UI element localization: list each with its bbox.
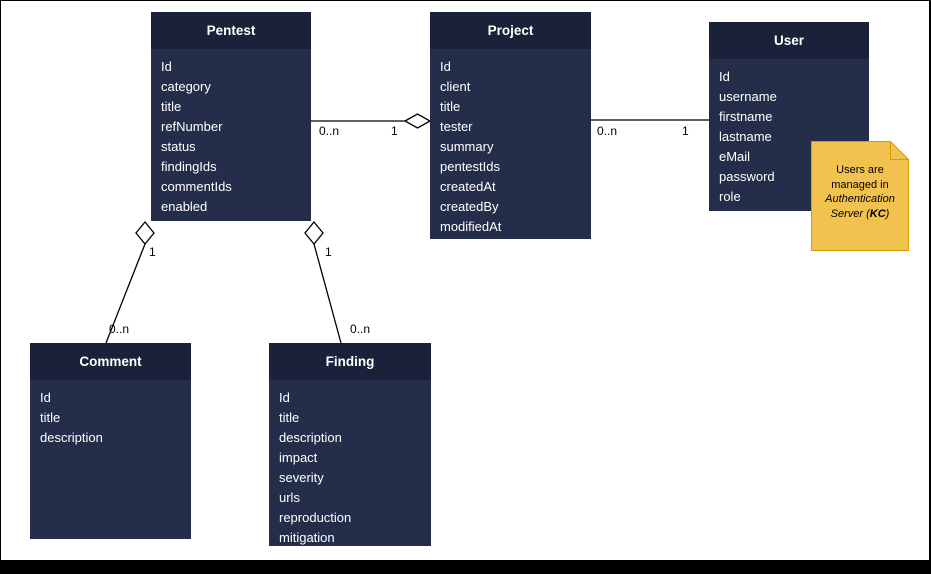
entity-field: refNumber [161, 119, 223, 134]
entity-field: Id [279, 390, 290, 405]
bottom-frame-bar [1, 560, 929, 574]
multiplicity-project-user-source: 0..n [597, 124, 618, 138]
entity-field: createdBy [440, 199, 499, 214]
entity-pentest-fields: Id category title refNumber status findingIds… [151, 49, 311, 217]
entity-project-fields: Id client title tester summary pentestIds crea… [430, 49, 591, 237]
aggregation-diamond-project [403, 113, 432, 129]
multiplicity-pentest-finding-target: 0..n [350, 322, 371, 336]
entity-user-title: User [709, 22, 869, 59]
entity-project-title: Project [430, 12, 591, 49]
entity-field: enabled [161, 199, 208, 214]
aggregation-diamond-pentest-comment [135, 220, 155, 246]
sticky-note-shape [811, 141, 909, 251]
entity-field: title [161, 99, 182, 114]
entity-field: role [719, 189, 741, 204]
entity-finding-fields: Id title description impact severity urls repr… [269, 380, 431, 546]
entity-user-fields: Id username firstname lastname eMail password… [709, 59, 869, 207]
entity-field: username [719, 89, 777, 104]
entity-field: client [440, 79, 471, 94]
entity-finding[interactable]: Finding Id title description impact severity… [269, 343, 431, 546]
entity-field: urls [279, 490, 300, 505]
entity-field: Id [40, 390, 51, 405]
entity-field: summary [440, 139, 494, 154]
sticky-note-text: Users are managed in Authentication Serv… [825, 164, 895, 220]
entity-field: Id [161, 59, 172, 74]
entity-field: category [161, 79, 211, 94]
entity-field: pentestIds [440, 159, 500, 174]
multiplicity-pentest-comment-target: 0..n [109, 322, 130, 336]
entity-field: eMail [719, 149, 751, 164]
entity-field: reproduction [279, 510, 352, 525]
entity-field: tester [440, 119, 473, 134]
entity-field: lastname [719, 129, 772, 144]
multiplicity-pentest-project-target: 1 [391, 124, 398, 138]
sticky-note-authentication[interactable]: Users are managed in Authentication Serv… [811, 141, 909, 251]
entity-field: title [40, 410, 61, 425]
entity-finding-title: Finding [269, 343, 431, 380]
entity-comment-title: Comment [30, 343, 191, 380]
multiplicity-project-user-target: 1 [682, 124, 689, 138]
entity-field: severity [279, 470, 324, 485]
entity-field: commentIds [161, 179, 232, 194]
aggregation-diamond-pentest-finding [304, 220, 324, 246]
entity-comment-fields: Id title description [30, 380, 191, 448]
entity-field: modifiedAt [440, 219, 502, 234]
entity-field: description [40, 430, 103, 445]
entity-field: status [161, 139, 196, 154]
entity-field: Id [719, 69, 730, 84]
entity-field: title [279, 410, 300, 425]
entity-pentest-title: Pentest [151, 12, 311, 49]
multiplicity-pentest-finding-source: 1 [325, 245, 332, 259]
entity-field: firstname [719, 109, 773, 124]
entity-field: title [440, 99, 461, 114]
entity-field: impact [279, 450, 318, 465]
entity-project[interactable]: Project Id client title tester summary pentes… [430, 12, 591, 239]
entity-field: mitigation [279, 530, 335, 545]
multiplicity-pentest-comment-source: 1 [149, 245, 156, 259]
multiplicity-pentest-project-source: 0..n [319, 124, 340, 138]
entity-field: findingIds [161, 159, 217, 174]
entity-field: password [719, 169, 775, 184]
entity-comment[interactable]: Comment Id title description [30, 343, 191, 539]
entity-field: createdAt [440, 179, 496, 194]
entity-field: description [279, 430, 342, 445]
entity-field: Id [440, 59, 451, 74]
entity-pentest[interactable]: Pentest Id category title refNumber status fi… [151, 12, 311, 221]
